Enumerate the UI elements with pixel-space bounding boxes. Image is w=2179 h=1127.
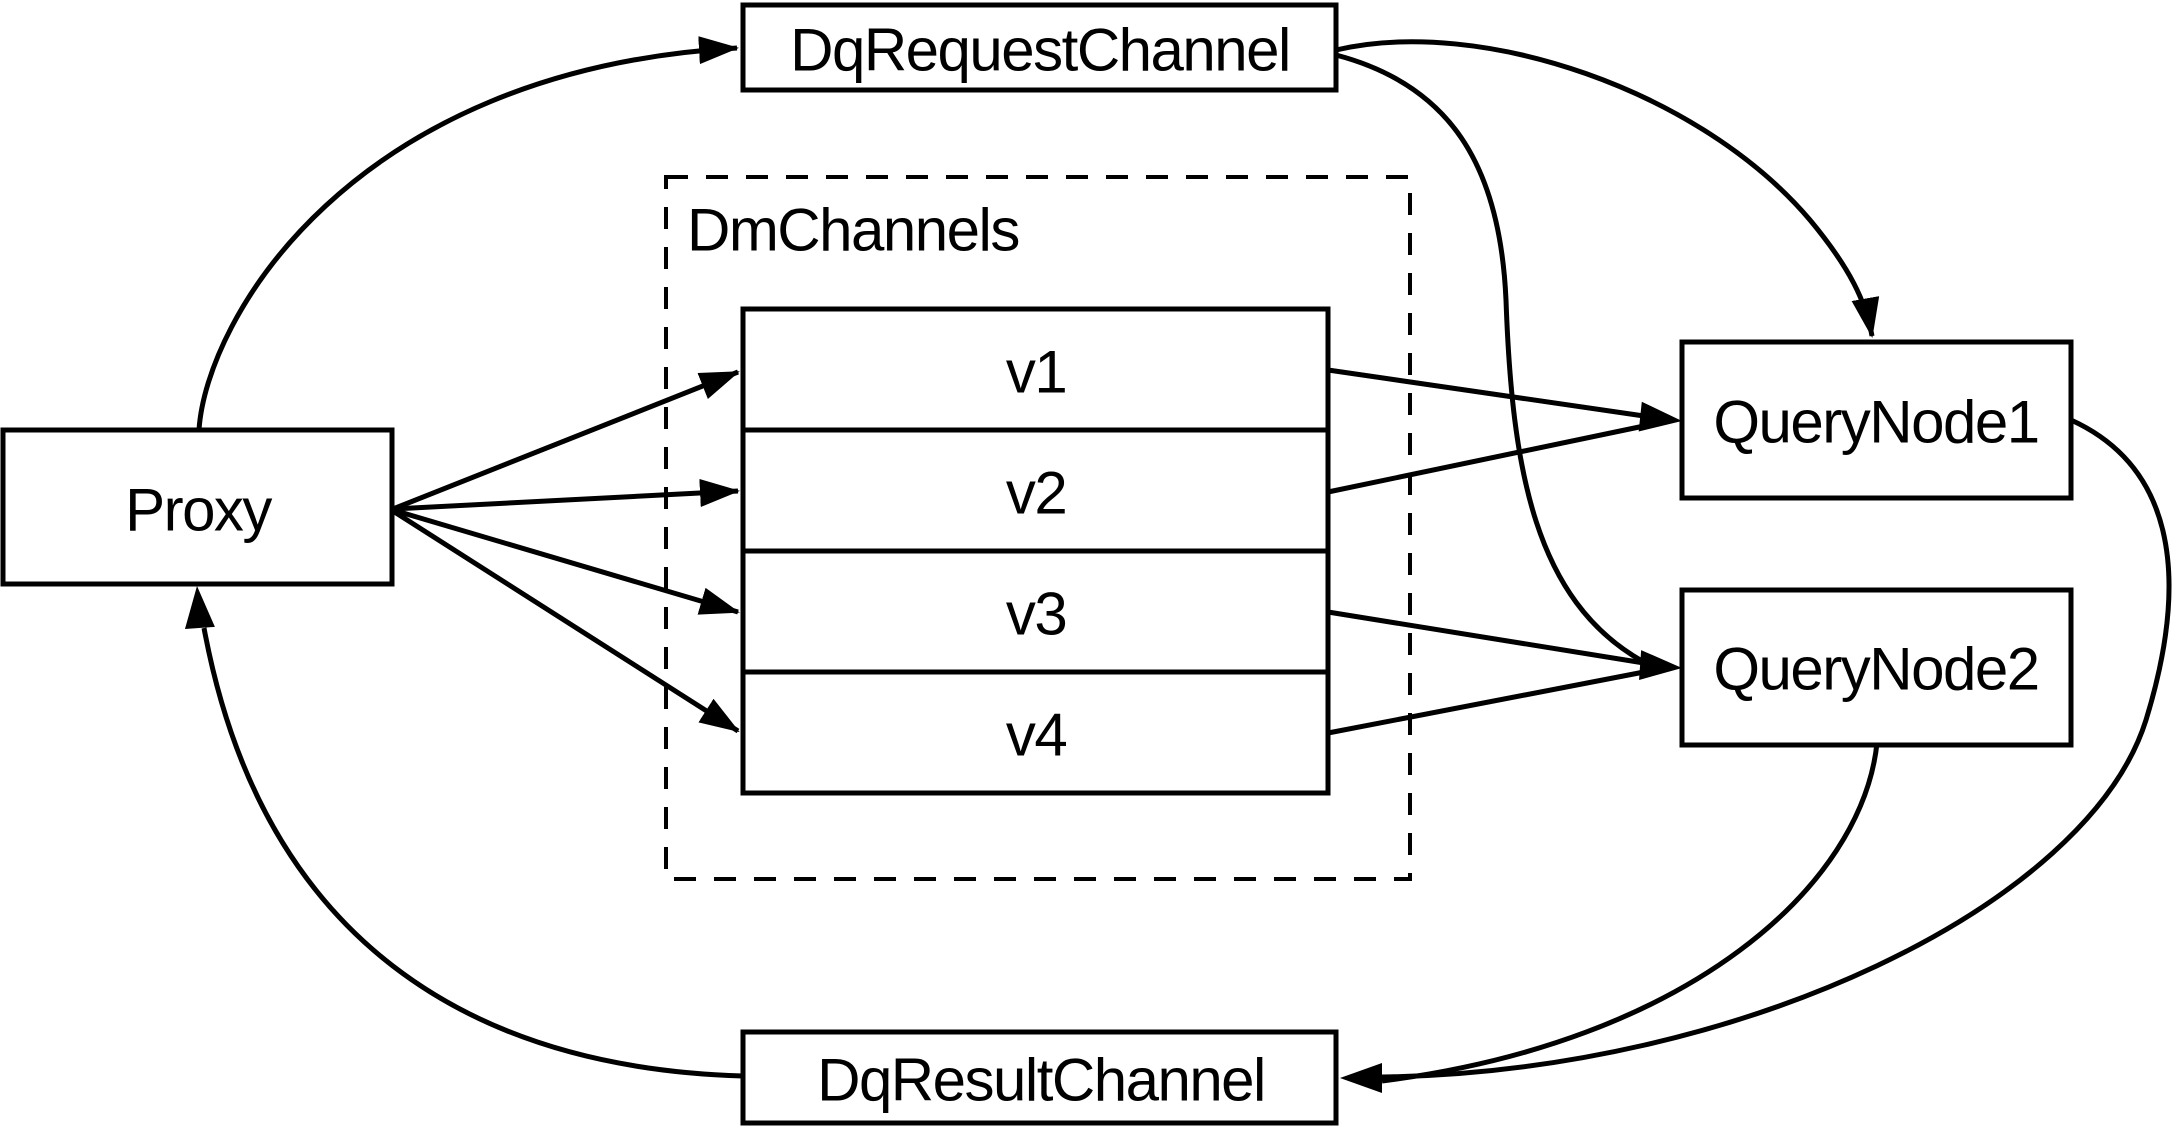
edge-querynode1-to-dqresultchannel (1381, 417, 2172, 1080)
channel-row-v2: v2 (740, 427, 1331, 554)
query-node-2: QueryNode2 (1679, 587, 2074, 748)
channel-row-v1-label: v1 (1006, 339, 1066, 406)
edge-dqresultchannel-to-proxy (201, 627, 744, 1079)
arrowhead-into-querynode1-left (1638, 401, 1682, 432)
edges-layer (184, 36, 2172, 1093)
query-node-1: QueryNode1 (1679, 339, 2074, 501)
dq-result-channel-box (740, 1029, 1339, 1126)
edge-dqrequestchannel-to-querynode2 (1335, 52, 1644, 664)
channel-row-v3-box (740, 548, 1331, 675)
dm-channels-dashed-border (664, 175, 1412, 881)
nodes-layer: DmChannels v1 v2 v3 v4 Proxy (0, 2, 2074, 1126)
channel-row-v4: v4 (740, 669, 1331, 796)
dq-request-channel-label: DqRequestChannel (790, 17, 1290, 84)
channel-row-v1-box (740, 306, 1331, 433)
arrowhead-into-querynode2-left (1639, 650, 1682, 681)
proxy-label: Proxy (125, 477, 272, 544)
edge-querynode2-to-dqresultchannel (1381, 742, 1880, 1084)
query-node-2-label: QueryNode2 (1713, 636, 2038, 703)
edge-proxy-to-dqrequestchannel (196, 36, 739, 431)
edge-proxy-to-v2 (392, 478, 740, 512)
edge-dqrequestchannel-to-querynode1 (1335, 39, 1880, 338)
edge-v1-to-querynode1 (1327, 367, 1645, 419)
dq-result-channel-node: DqResultChannel (740, 1029, 1339, 1126)
dm-channels-group: DmChannels v1 v2 v3 v4 (664, 175, 1412, 881)
dq-request-channel-node: DqRequestChannel (740, 2, 1339, 93)
query-node-1-box (1679, 339, 2074, 501)
channel-row-v1: v1 (740, 306, 1331, 433)
channel-row-v2-label: v2 (1006, 460, 1066, 527)
edge-v4-to-querynode2 (1327, 669, 1645, 736)
edge-proxy-to-v3 (392, 507, 740, 615)
dm-channels-label: DmChannels (687, 197, 1019, 264)
channel-row-v3-label: v3 (1006, 581, 1066, 648)
query-node-1-label: QueryNode1 (1713, 389, 2038, 456)
edge-v2-to-querynode1 (1327, 423, 1645, 495)
edge-proxy-to-v4 (391, 508, 740, 734)
arrowhead-into-proxy-bottom (184, 586, 215, 629)
arrowhead-into-dqresultchannel-right (1340, 1063, 1382, 1093)
edge-proxy-to-v1 (392, 369, 740, 512)
channel-row-v4-label: v4 (1006, 702, 1067, 769)
dq-request-channel-box (740, 2, 1339, 93)
edge-v3-to-querynode2 (1327, 609, 1645, 666)
channel-row-v3: v3 (740, 548, 1331, 675)
query-node-2-box (1679, 587, 2074, 748)
channel-row-v4-box (740, 669, 1331, 796)
channel-row-v2-box (740, 427, 1331, 554)
proxy-box (0, 427, 395, 587)
proxy-node: Proxy (0, 427, 395, 587)
dq-result-channel-label: DqResultChannel (817, 1047, 1265, 1114)
